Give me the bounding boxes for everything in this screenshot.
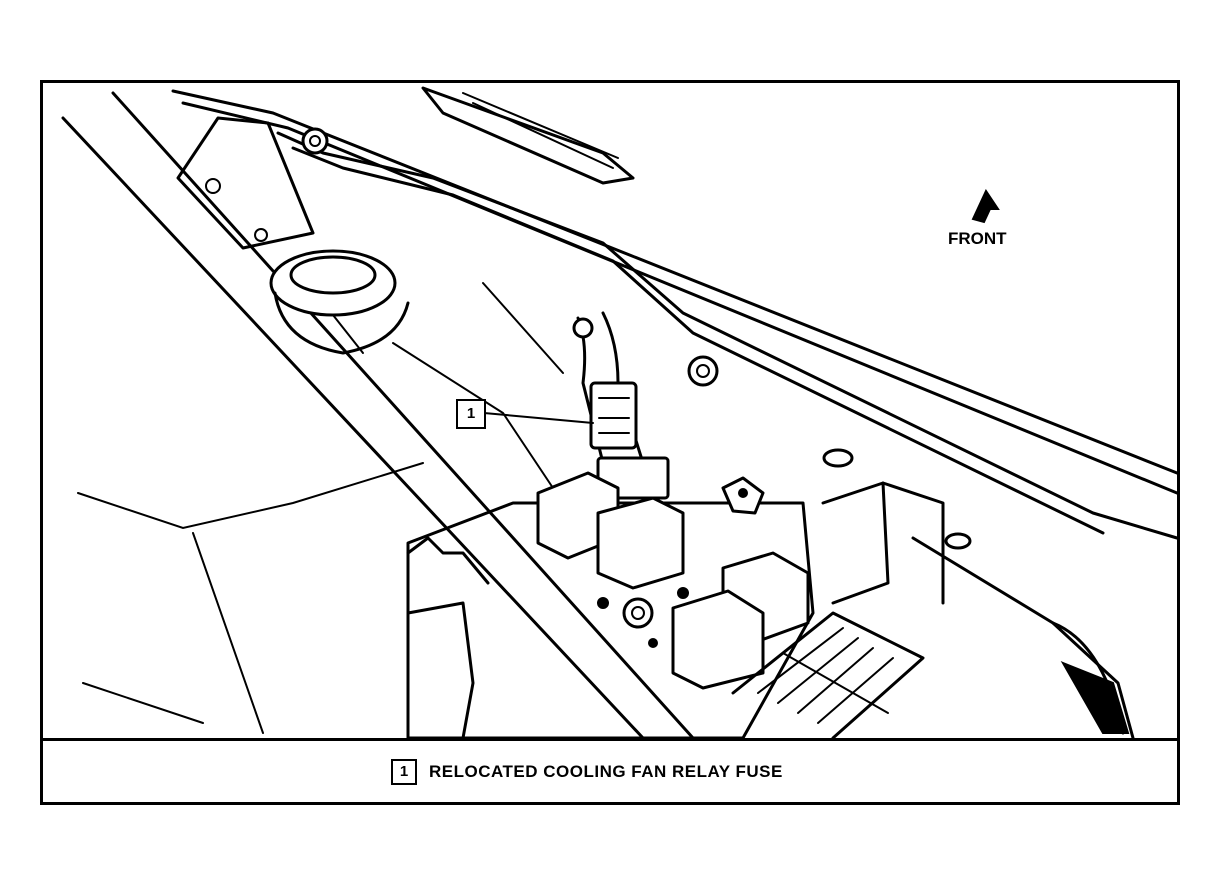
engine-compartment-illustration — [61, 86, 1177, 738]
caption-legend: 1 RELOCATED COOLING FAN RELAY FUSE — [391, 758, 783, 786]
front-orientation-label: FRONT — [948, 189, 1007, 249]
callout-marker: 1 — [456, 399, 486, 429]
caption-bar: 1 RELOCATED COOLING FAN RELAY FUSE — [43, 738, 1177, 802]
caption-number-box: 1 — [391, 759, 417, 785]
front-arrow-icon — [971, 189, 1000, 224]
caption-text: RELOCATED COOLING FAN RELAY FUSE — [429, 762, 783, 781]
figure-frame: FRONT 1 1 RELOCATED COOLING FAN RELAY FU… — [40, 80, 1180, 805]
front-label-text: FRONT — [948, 229, 1007, 248]
